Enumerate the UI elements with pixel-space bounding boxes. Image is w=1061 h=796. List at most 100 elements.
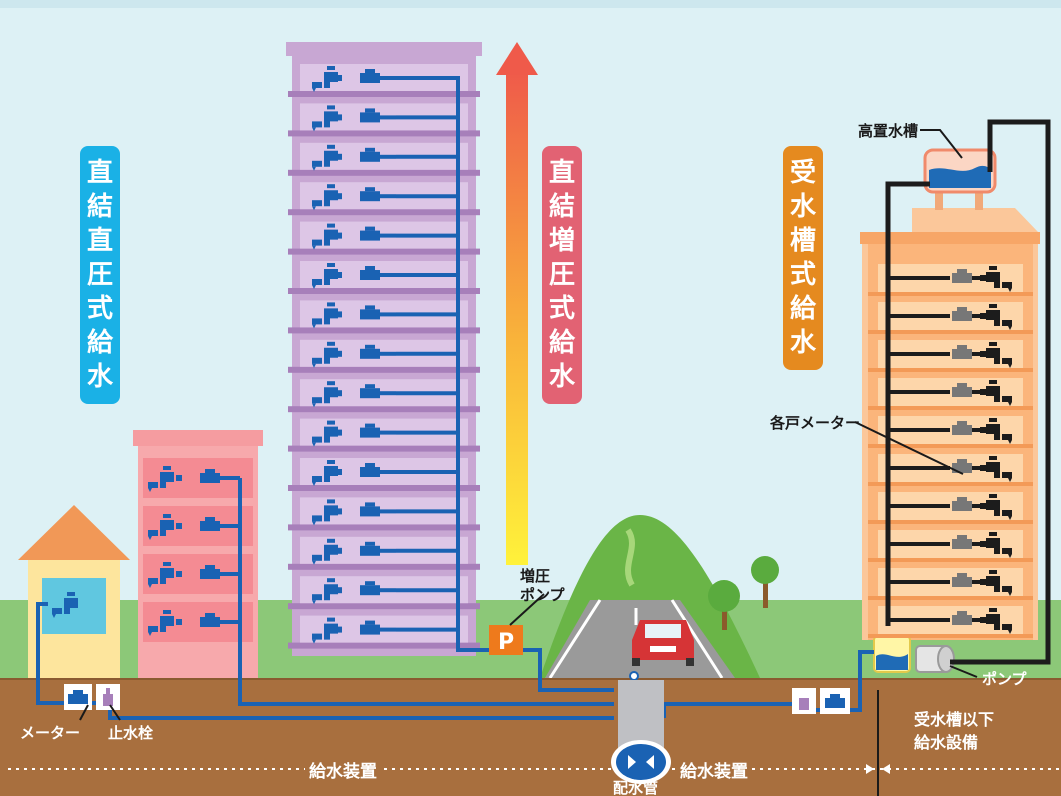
tank-supply-sign: 受水槽式給水 — [783, 146, 823, 370]
faucet-icon — [148, 610, 174, 636]
meter-label: メーター — [20, 724, 81, 742]
faucet-icon — [52, 592, 78, 618]
meter-icon — [360, 423, 380, 438]
faucet-icon — [312, 144, 338, 171]
meter-icon — [200, 517, 220, 531]
meter-icon — [200, 469, 220, 483]
faucet-icon — [312, 578, 338, 605]
faucet-icon — [986, 532, 1012, 558]
sign-char: 式 — [789, 260, 816, 290]
meter-icon — [360, 108, 380, 123]
sign-char: 水 — [86, 362, 113, 392]
faucet-icon — [148, 562, 174, 588]
sign-char: 給 — [548, 328, 575, 358]
meter-icon — [360, 620, 380, 635]
ground — [0, 678, 1061, 796]
sign-char: 結 — [548, 192, 575, 222]
meter-icon — [952, 307, 972, 321]
faucet-icon — [312, 223, 338, 250]
meter-icon — [952, 497, 972, 511]
elevated-tank-label: 高置水槽 — [858, 122, 919, 140]
faucet-icon — [986, 304, 1012, 330]
elevated-tank — [923, 148, 997, 210]
sign-char: 式 — [548, 294, 575, 324]
faucet-icon — [312, 381, 338, 408]
sign-char: 受 — [789, 158, 816, 188]
booster-pump-label-1: 増圧 — [520, 567, 551, 585]
faucet-icon — [986, 608, 1012, 634]
meter-icon — [68, 690, 88, 704]
booster-pressure-sign: 直結増圧式給水 — [542, 146, 582, 404]
faucet-icon — [312, 66, 338, 92]
booster-pump-label-2: ポンプ — [520, 586, 565, 604]
sign-char: 直 — [548, 158, 575, 188]
main-pipe — [611, 680, 671, 784]
sign-char: 直 — [86, 158, 113, 188]
faucet-icon — [986, 342, 1012, 368]
meter-icon — [952, 535, 972, 549]
meter-icon — [825, 694, 845, 708]
stop-valve-label: 止水栓 — [108, 724, 154, 742]
meter-icon — [952, 269, 972, 283]
meter-icon — [200, 565, 220, 579]
sign-char: 結 — [86, 192, 113, 222]
sign-char: 水 — [548, 362, 575, 392]
supply-device-right-label: 給水装置 — [676, 757, 752, 782]
meter-icon — [360, 581, 380, 596]
faucet-icon — [986, 418, 1012, 444]
meter-icon — [952, 611, 972, 625]
sign-char: 増 — [548, 226, 575, 256]
meter-icon — [952, 459, 972, 473]
pump-label: ポンプ — [982, 670, 1027, 688]
receiving-tank — [873, 635, 911, 673]
sign-char: 水 — [789, 192, 816, 222]
below-tank-label-2: 給水設備 — [914, 733, 979, 752]
faucet-icon — [312, 341, 338, 368]
meter-icon — [952, 345, 972, 359]
sign-char: 給 — [789, 294, 816, 324]
sign-char: 直 — [86, 226, 113, 256]
tree — [708, 580, 740, 630]
pressure-arrow — [496, 42, 538, 565]
meter-icon — [952, 573, 972, 587]
meter-icon — [360, 147, 380, 162]
faucet-icon — [312, 460, 338, 486]
meter-icon — [360, 541, 380, 556]
car — [632, 620, 694, 666]
booster-pump[interactable]: P — [489, 625, 523, 655]
meter-icon — [360, 384, 380, 399]
faucet-icon — [312, 538, 338, 565]
faucet-icon — [148, 466, 174, 492]
direct-pressure-sign: 直結直圧式給水 — [80, 146, 120, 404]
faucet-icon — [312, 302, 338, 329]
meter-icon — [952, 421, 972, 435]
faucet-icon — [312, 184, 338, 211]
faucet-icon — [312, 263, 338, 289]
pump-unit — [915, 645, 955, 673]
faucet-icon — [312, 499, 338, 526]
sign-char: 式 — [86, 294, 113, 324]
faucet-icon — [986, 570, 1012, 596]
sign-char: 圧 — [548, 260, 575, 290]
faucet-icon — [986, 266, 1012, 292]
supply-device-left-label: 給水装置 — [305, 757, 381, 782]
meter-icon — [360, 502, 380, 517]
meter-icon — [360, 266, 380, 280]
house — [18, 505, 130, 678]
faucet-icon — [312, 420, 338, 447]
sign-char: 水 — [789, 328, 816, 358]
faucet-icon — [986, 494, 1012, 520]
tree — [751, 556, 779, 608]
unit-meter-label: 各戸メーター — [770, 414, 861, 432]
sign-char: 槽 — [789, 226, 816, 256]
faucet-icon — [312, 617, 338, 644]
faucet-icon — [986, 380, 1012, 406]
meter-icon — [360, 463, 380, 477]
sign-char: 給 — [86, 328, 113, 358]
meter-icon — [360, 69, 380, 83]
faucet-icon — [148, 514, 174, 540]
meter-icon — [360, 187, 380, 202]
below-tank-label-1: 受水槽以下 — [914, 710, 995, 729]
meter-icon — [360, 305, 380, 320]
